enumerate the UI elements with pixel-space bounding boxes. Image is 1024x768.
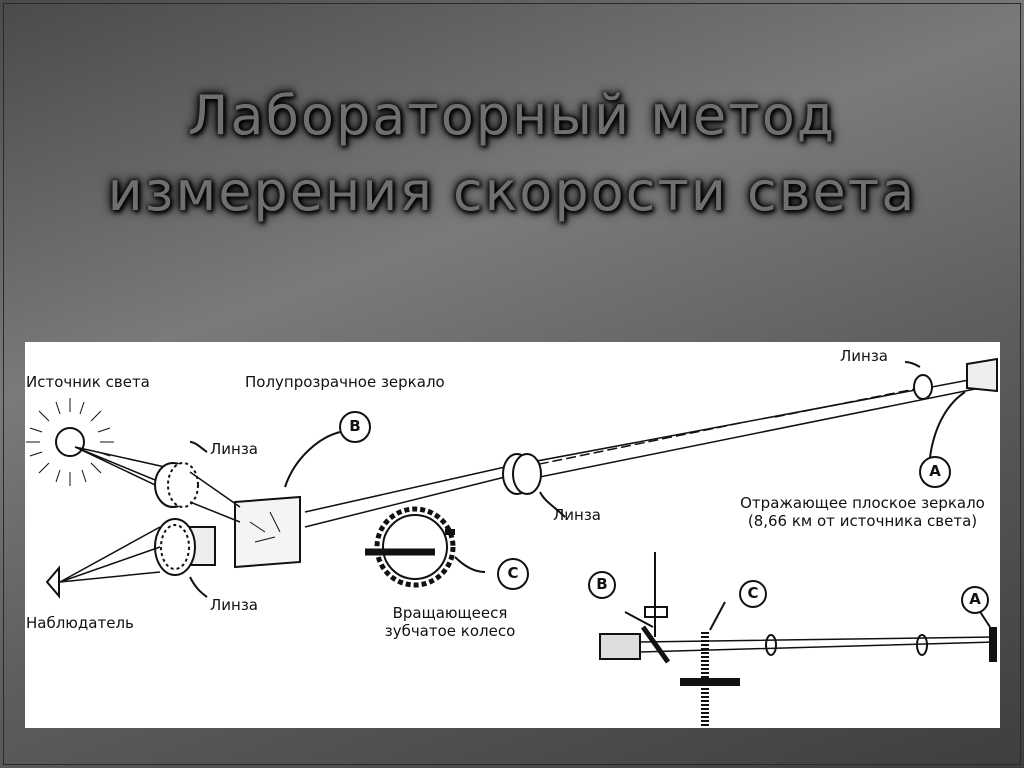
lens-middle-icon — [502, 453, 542, 495]
source-label: Источник света — [26, 373, 150, 391]
marker-b2 — [588, 571, 616, 599]
gear-wheel-icon — [365, 506, 456, 588]
marker-a-text: A — [929, 462, 941, 480]
slide-frame — [3, 3, 1021, 765]
lens-bottom-icon — [154, 518, 216, 576]
marker-b — [339, 411, 371, 443]
lens-label-far: Линза — [840, 347, 889, 365]
marker-a2 — [961, 586, 989, 614]
lens-label-middle: Линза — [553, 506, 602, 524]
marker-c2-text: C — [747, 584, 759, 602]
diagram-drawing — [26, 357, 998, 728]
wheel-label-line-2: зубчатое колесо — [384, 622, 516, 640]
flat-mirror-icon — [966, 357, 998, 393]
lens-top-icon — [154, 462, 199, 508]
schematic-setup — [599, 552, 997, 728]
observer-eye-icon — [45, 565, 60, 599]
marker-c-text: C — [507, 564, 519, 582]
half-mirror-icon — [234, 495, 301, 569]
marker-c2 — [739, 580, 767, 608]
mirror-label-line-1: Отражающее плоское зеркало — [740, 494, 985, 512]
marker-a — [919, 456, 951, 488]
mirror-label: Отражающее плоское зеркало(8,66 км от ис… — [725, 494, 1000, 530]
observer-label: Наблюдатель — [26, 614, 134, 632]
fizeau-diagram: Источник света Полупрозрачное зеркало Ли… — [25, 342, 1000, 728]
marker-b-text: B — [349, 417, 361, 435]
lens-far-icon — [913, 374, 933, 400]
light-source-icon — [26, 398, 114, 486]
wheel-label-line-1: Вращающееся — [392, 604, 508, 622]
title-line-1: Лабораторный метод — [187, 84, 837, 147]
mirror-label-line-2: (8,66 км от источника света) — [747, 512, 978, 530]
lens-label-bottom: Линза — [210, 596, 259, 614]
half-mirror-label: Полупрозрачное зеркало — [245, 373, 445, 391]
marker-b2-text: B — [596, 575, 608, 593]
marker-a2-text: A — [969, 590, 981, 608]
title-line-2: измерения скорости света — [107, 160, 917, 223]
slide-title: Лабораторный метод измерения скорости св… — [0, 78, 1024, 230]
lens-label-top: Линза — [210, 440, 259, 458]
marker-c — [497, 558, 529, 590]
